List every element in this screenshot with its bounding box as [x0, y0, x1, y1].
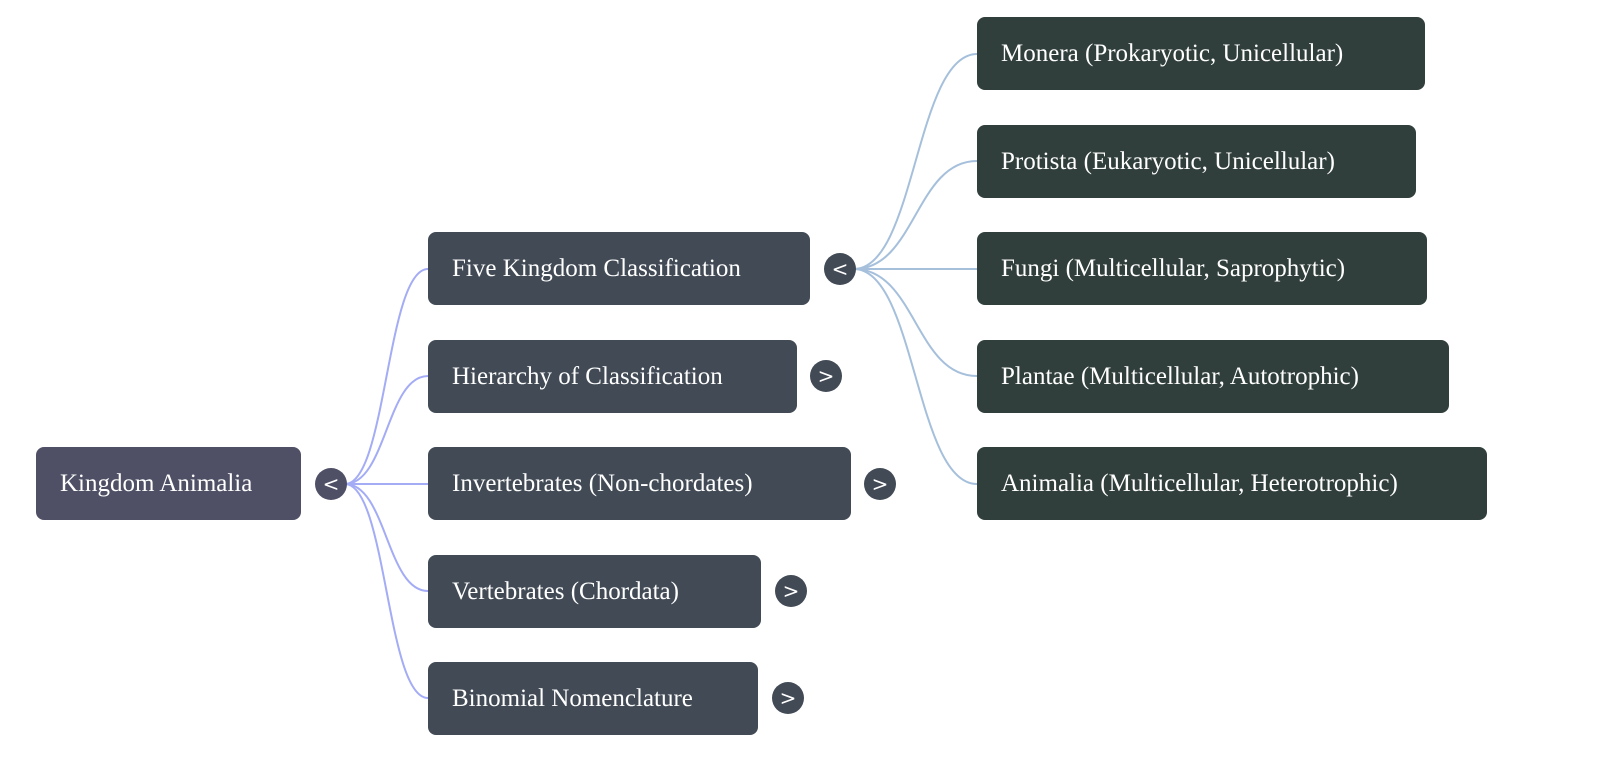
- edge-root-child-0: [344, 268, 429, 485]
- edge-root-child-1: [344, 375, 429, 485]
- edge-five-kingdom-child-0: [853, 53, 978, 270]
- node-animalia[interactable]: Animalia (Multicellular, Heterotrophic): [977, 447, 1487, 520]
- invertebrates-expand-toggle[interactable]: >: [864, 468, 896, 500]
- node-invertebrates[interactable]: Invertebrates (Non-chordates): [428, 447, 851, 520]
- node-five-kingdom-classification[interactable]: Five Kingdom Classification: [428, 232, 810, 305]
- edge-five-kingdom-child-3: [853, 268, 978, 377]
- root-collapse-toggle[interactable]: <: [315, 468, 347, 500]
- vertebrates-expand-toggle[interactable]: >: [775, 575, 807, 607]
- root-node[interactable]: Kingdom Animalia: [36, 447, 301, 520]
- node-vertebrates[interactable]: Vertebrates (Chordata): [428, 555, 761, 628]
- five-kingdom-collapse-toggle[interactable]: <: [824, 253, 856, 285]
- binomial-expand-toggle[interactable]: >: [772, 682, 804, 714]
- node-monera[interactable]: Monera (Prokaryotic, Unicellular): [977, 17, 1425, 90]
- edge-root-child-4: [344, 483, 429, 699]
- edge-five-kingdom-child-4: [853, 268, 978, 485]
- node-hierarchy-of-classification[interactable]: Hierarchy of Classification: [428, 340, 797, 413]
- node-plantae[interactable]: Plantae (Multicellular, Autotrophic): [977, 340, 1449, 413]
- node-binomial-nomenclature[interactable]: Binomial Nomenclature: [428, 662, 758, 735]
- node-fungi[interactable]: Fungi (Multicellular, Saprophytic): [977, 232, 1427, 305]
- node-protista[interactable]: Protista (Eukaryotic, Unicellular): [977, 125, 1416, 198]
- edge-five-kingdom-child-1: [853, 160, 978, 270]
- hierarchy-expand-toggle[interactable]: >: [810, 360, 842, 392]
- edge-root-child-3: [344, 483, 429, 592]
